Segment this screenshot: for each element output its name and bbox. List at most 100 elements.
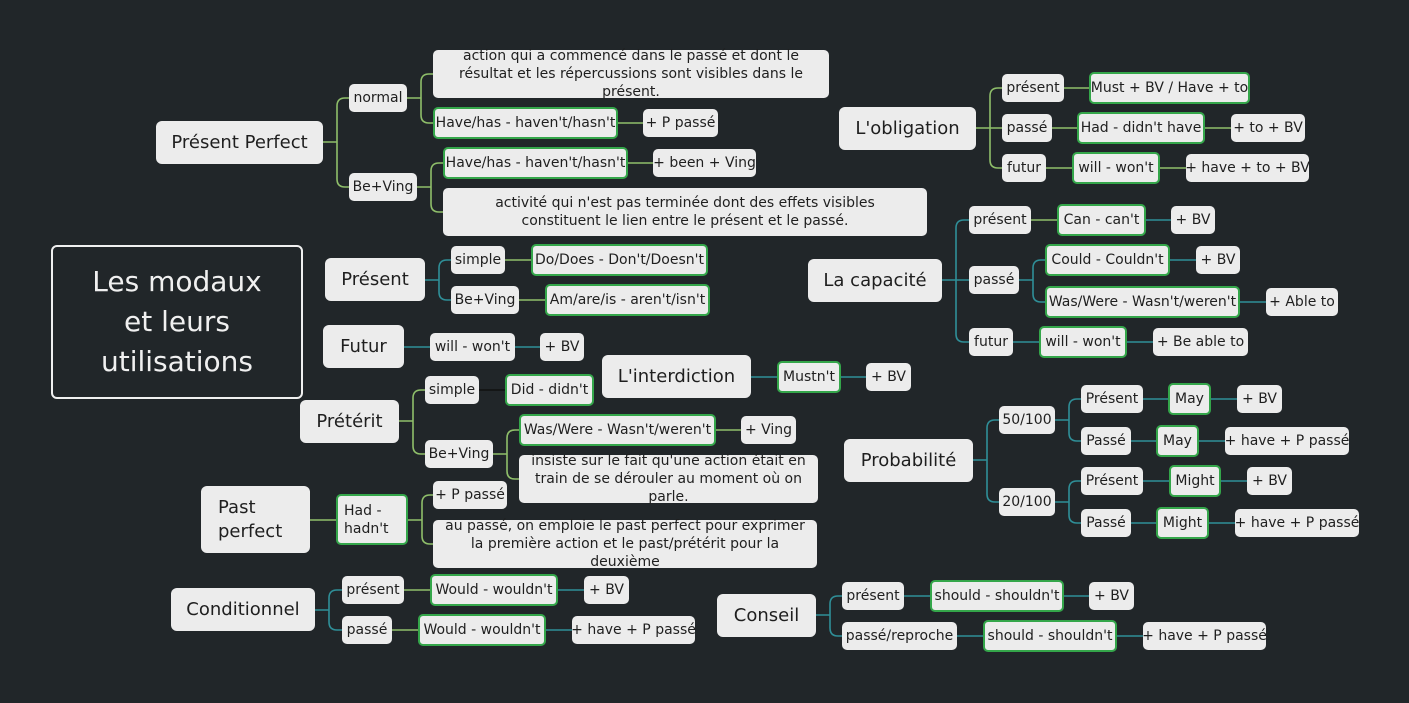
- topic-conseil[interactable]: Conseil: [717, 594, 816, 637]
- connector-line: [408, 494, 433, 545]
- connector-line: [1055, 398, 1081, 442]
- form-capacite-present[interactable]: Can - can't: [1057, 204, 1146, 236]
- form-probabilite-20-passe[interactable]: Might: [1156, 507, 1209, 539]
- subtopic-obligation-passe[interactable]: passé: [1002, 114, 1052, 142]
- rule-conditionnel-passe[interactable]: + have + P passé: [571, 616, 696, 644]
- form-past-perfect[interactable]: Had - hadn't: [336, 494, 408, 545]
- rule-obligation-passe[interactable]: + to + BV: [1231, 114, 1305, 142]
- subtopic-conseil-present[interactable]: présent: [842, 582, 904, 610]
- form-conditionnel-present[interactable]: Would - wouldn't: [430, 574, 558, 606]
- subtopic-probabilite-50-passe[interactable]: Passé: [1081, 427, 1131, 455]
- note-present-perfect-be-ving[interactable]: activité qui n'est pas terminée dont des…: [443, 188, 927, 236]
- subtopic-capacite-futur[interactable]: futur: [969, 328, 1013, 356]
- connector-line: [816, 595, 842, 637]
- form-present-perfect-normal[interactable]: Have/has - haven't/hasn't: [433, 107, 618, 139]
- form-preterit-be-ving[interactable]: Was/Were - Wasn't/weren't: [519, 414, 716, 446]
- connector-line: [425, 259, 451, 301]
- form-conditionnel-passe[interactable]: Would - wouldn't: [418, 614, 546, 646]
- topic-capacite[interactable]: La capacité: [808, 259, 942, 302]
- subtopic-present-perfect-be-ving[interactable]: Be+Ving: [349, 173, 417, 201]
- connector-line: [417, 162, 443, 213]
- rule-futur[interactable]: + BV: [540, 333, 584, 361]
- subtopic-present-perfect-normal[interactable]: normal: [349, 84, 407, 112]
- form-present-perfect-be-ving[interactable]: Have/has - haven't/hasn't: [443, 147, 628, 179]
- subtopic-probabilite-20-passe[interactable]: Passé: [1081, 509, 1131, 537]
- subtopic-probabilite-50[interactable]: 50/100: [999, 406, 1055, 434]
- form-capacite-passe-could[interactable]: Could - Couldn't: [1045, 244, 1170, 276]
- form-obligation-present[interactable]: Must + BV / Have + to: [1089, 72, 1250, 104]
- rule-present-perfect-normal[interactable]: + P passé: [643, 109, 718, 137]
- connector-line: [973, 419, 999, 503]
- connector-line: [1019, 259, 1045, 303]
- form-probabilite-50-present[interactable]: May: [1168, 383, 1211, 415]
- note-present-perfect-normal[interactable]: action qui a commencé dans le passé et d…: [433, 48, 829, 100]
- form-capacite-futur[interactable]: will - won't: [1039, 326, 1127, 358]
- form-interdiction[interactable]: Mustn't: [777, 361, 841, 393]
- subtopic-probabilite-50-present[interactable]: Présent: [1081, 385, 1143, 413]
- subtopic-obligation-present[interactable]: présent: [1002, 74, 1064, 102]
- rule-capacite-present[interactable]: + BV: [1171, 206, 1215, 234]
- connector-line: [976, 87, 1002, 169]
- form-obligation-futur[interactable]: will - won't: [1072, 152, 1160, 184]
- subtopic-obligation-futur[interactable]: futur: [1002, 154, 1046, 182]
- rule-capacite-passe-could[interactable]: + BV: [1196, 246, 1240, 274]
- rule-present-perfect-be-ving[interactable]: + been + Ving: [653, 149, 756, 177]
- form-conseil-present[interactable]: should - shouldn't: [930, 580, 1064, 612]
- rule-interdiction[interactable]: + BV: [866, 363, 911, 391]
- subtopic-probabilite-20-present[interactable]: Présent: [1081, 467, 1143, 495]
- central-topic-title: Les modaux et leurs utilisations: [92, 265, 262, 378]
- form-preterit-simple[interactable]: Did - didn't: [505, 374, 594, 406]
- rule-preterit-be-ving[interactable]: + Ving: [741, 416, 796, 444]
- form-futur[interactable]: will - won't: [430, 333, 515, 361]
- connector-line: [493, 429, 519, 480]
- topic-present[interactable]: Présent: [325, 258, 425, 301]
- form-probabilite-50-passe[interactable]: May: [1156, 425, 1199, 457]
- connector-line: [1055, 480, 1081, 524]
- connector-line: [315, 589, 342, 631]
- subtopic-present-be-ving[interactable]: Be+Ving: [451, 286, 519, 314]
- note-past-perfect[interactable]: au passé, on emploie le past perfect pou…: [433, 518, 817, 570]
- connector-line: [323, 97, 349, 188]
- rule-capacite-passe-was-were[interactable]: + Able to: [1266, 288, 1338, 316]
- connector-line: [407, 73, 433, 124]
- topic-past-perfect[interactable]: Past perfect: [201, 486, 310, 553]
- rule-probabilite-20-passe[interactable]: + have + P passé: [1235, 509, 1359, 537]
- rule-obligation-futur[interactable]: + have + to + BV: [1185, 154, 1310, 182]
- form-obligation-passe[interactable]: Had - didn't have: [1077, 112, 1205, 144]
- subtopic-capacite-present[interactable]: présent: [969, 206, 1031, 234]
- subtopic-preterit-simple[interactable]: simple: [425, 376, 479, 404]
- note-preterit-be-ving[interactable]: insiste sur le fait qu'une action était …: [519, 453, 818, 505]
- subtopic-present-simple[interactable]: simple: [451, 246, 505, 274]
- form-capacite-passe-was-were[interactable]: Was/Were - Wasn't/weren't: [1045, 286, 1240, 318]
- subtopic-conseil-passe-reproche[interactable]: passé/reproche: [842, 622, 957, 650]
- rule-past-perfect[interactable]: + P passé: [433, 481, 507, 509]
- topic-conditionnel[interactable]: Conditionnel: [171, 588, 315, 631]
- form-present-be-ving[interactable]: Am/are/is - aren't/isn't: [545, 284, 710, 316]
- topic-preterit[interactable]: Prétérit: [300, 400, 399, 443]
- rule-capacite-futur[interactable]: + Be able to: [1153, 328, 1248, 356]
- subtopic-capacite-passe[interactable]: passé: [969, 266, 1019, 294]
- form-conseil-passe[interactable]: should - shouldn't: [983, 620, 1117, 652]
- rule-probabilite-20-present[interactable]: + BV: [1247, 467, 1292, 495]
- rule-probabilite-50-present[interactable]: + BV: [1237, 385, 1282, 413]
- subtopic-preterit-be-ving[interactable]: Be+Ving: [425, 440, 493, 468]
- subtopic-conditionnel-present[interactable]: présent: [342, 576, 404, 604]
- rule-conseil-passe[interactable]: + have + P passé: [1142, 622, 1267, 650]
- topic-interdiction[interactable]: L'interdiction: [602, 355, 751, 398]
- form-probabilite-20-present[interactable]: Might: [1169, 465, 1221, 497]
- topic-present-perfect[interactable]: Présent Perfect: [156, 121, 323, 164]
- topic-futur[interactable]: Futur: [323, 325, 404, 368]
- form-present-simple[interactable]: Do/Does - Don't/Doesn't: [531, 244, 708, 276]
- topic-probabilite[interactable]: Probabilité: [844, 439, 973, 482]
- subtopic-conditionnel-passe[interactable]: passé: [342, 616, 392, 644]
- connector-line: [942, 219, 969, 343]
- connector-line: [399, 389, 425, 455]
- rule-probabilite-50-passe[interactable]: + have + P passé: [1225, 427, 1349, 455]
- central-topic[interactable]: Les modaux et leurs utilisations: [51, 245, 303, 399]
- topic-obligation[interactable]: L'obligation: [839, 107, 976, 150]
- rule-conditionnel-present[interactable]: + BV: [584, 576, 629, 604]
- rule-conseil-present[interactable]: + BV: [1089, 582, 1134, 610]
- subtopic-probabilite-20[interactable]: 20/100: [999, 488, 1055, 516]
